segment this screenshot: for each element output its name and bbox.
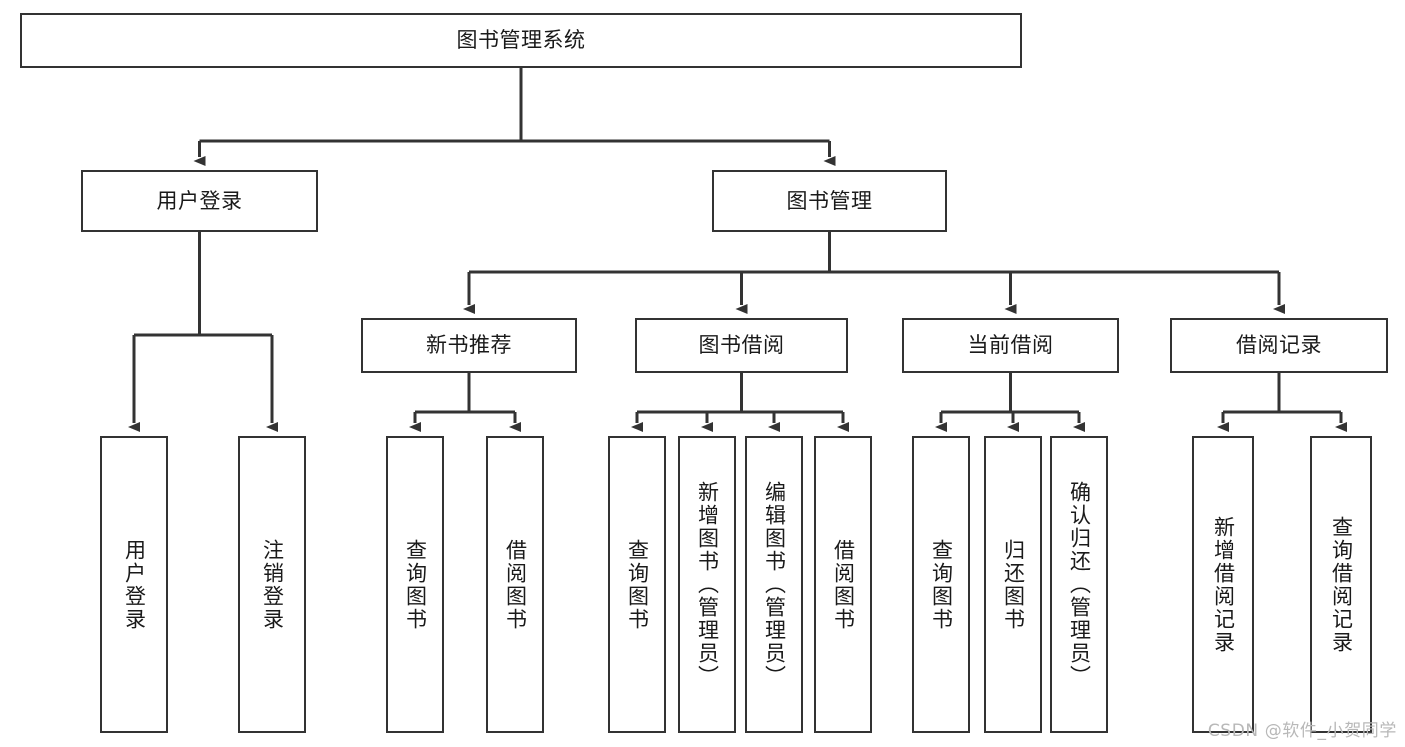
node-leaf-6[interactable]: 新增图书（管理员） xyxy=(678,436,736,733)
node-label: 图书管理系统 xyxy=(456,28,586,53)
node-leaf-7[interactable]: 编辑图书（管理员） xyxy=(745,436,803,733)
node-leaf-13[interactable]: 查询借阅记录 xyxy=(1310,436,1372,733)
node-leaf-1[interactable]: 用户登录 xyxy=(100,436,168,733)
node-leaf-3[interactable]: 查询图书 xyxy=(386,436,444,733)
node-label: 当前借阅 xyxy=(967,333,1054,358)
node-label: 新增图书（管理员） xyxy=(695,481,720,688)
node-leaf-5[interactable]: 查询图书 xyxy=(608,436,666,733)
node-label: 注销登录 xyxy=(260,538,285,631)
node-label: 归还图书 xyxy=(1001,538,1026,631)
node-label: 借阅记录 xyxy=(1236,333,1322,358)
node-label: 查询借阅记录 xyxy=(1329,515,1354,654)
node-label: 查询图书 xyxy=(403,538,428,631)
node-label: 新增借阅记录 xyxy=(1211,515,1236,654)
node-login[interactable]: 用户登录 xyxy=(81,170,318,232)
node-borrow[interactable]: 图书借阅 xyxy=(635,318,848,373)
node-leaf-10[interactable]: 归还图书 xyxy=(984,436,1042,733)
node-newbook[interactable]: 新书推荐 xyxy=(361,318,577,373)
node-label: 新书推荐 xyxy=(426,333,512,358)
node-leaf-8[interactable]: 借阅图书 xyxy=(814,436,872,733)
node-label: 查询图书 xyxy=(625,538,650,631)
node-label: 用户登录 xyxy=(122,538,147,631)
node-label: 图书管理 xyxy=(786,188,873,213)
node-leaf-9[interactable]: 查询图书 xyxy=(912,436,970,733)
node-label: 确认归还（管理员） xyxy=(1067,481,1092,688)
node-leaf-2[interactable]: 注销登录 xyxy=(238,436,306,733)
node-leaf-4[interactable]: 借阅图书 xyxy=(486,436,544,733)
node-label: 用户登录 xyxy=(156,188,243,213)
node-leaf-12[interactable]: 新增借阅记录 xyxy=(1192,436,1254,733)
node-label: 编辑图书（管理员） xyxy=(762,481,787,688)
node-label: 查询图书 xyxy=(929,538,954,631)
node-label: 借阅图书 xyxy=(503,538,528,631)
watermark-text: CSDN @软件_小贺同学 xyxy=(1207,721,1397,741)
node-root[interactable]: 图书管理系统 xyxy=(20,13,1022,68)
node-label: 借阅图书 xyxy=(831,538,856,631)
node-bookmgmt[interactable]: 图书管理 xyxy=(712,170,947,232)
node-current[interactable]: 当前借阅 xyxy=(902,318,1119,373)
node-records[interactable]: 借阅记录 xyxy=(1170,318,1388,373)
node-label: 图书借阅 xyxy=(698,333,785,358)
node-leaf-11[interactable]: 确认归还（管理员） xyxy=(1050,436,1108,733)
